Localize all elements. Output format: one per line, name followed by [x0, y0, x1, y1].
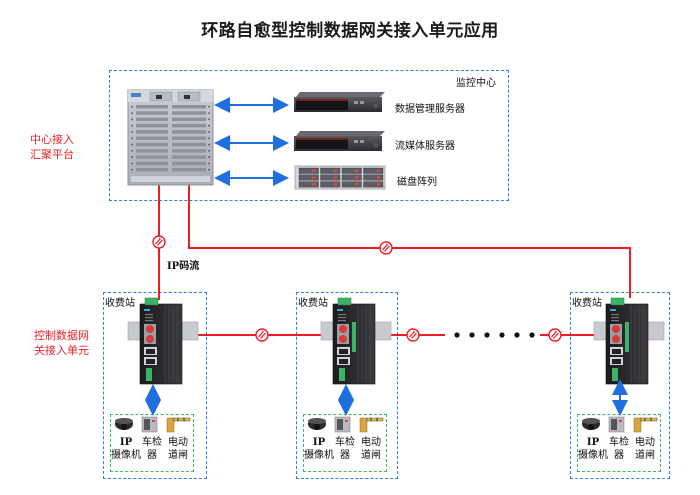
- ip-camera-icon: [115, 418, 133, 430]
- data-management-server-label: 数据管理服务器: [395, 104, 465, 115]
- monitoring-center-label: 监控中心: [456, 78, 496, 89]
- diagram-title: 环路自愈型控制数据网关接入单元应用: [201, 21, 499, 41]
- data-management-server-icon: [294, 92, 385, 112]
- ip-camera-label-line1: IP: [119, 437, 133, 448]
- fiber-connector-icon: [152, 235, 166, 249]
- vehicle-detector-label: 车检器: [138, 436, 166, 462]
- ip-stream-label: IP码流: [167, 261, 200, 272]
- vehicle-detector-label-line1: 车检: [609, 437, 629, 448]
- ellipsis-dot: [499, 332, 505, 338]
- electric-barrier-icon: [633, 417, 658, 433]
- monitoring-center-zone: [109, 70, 509, 201]
- ellipsis-dots: [454, 332, 535, 338]
- toll-station-zone-3: [570, 292, 670, 479]
- streaming-media-server-icon: [294, 131, 385, 151]
- toll-station-label-3: 收费站: [572, 298, 602, 309]
- electric-barrier-icon: [166, 417, 191, 433]
- gateway-unit-label-line2: 关接入单元: [34, 344, 89, 357]
- fiber-connector-icons: [152, 235, 562, 342]
- ip-camera-label-line2: 摄像机: [304, 450, 334, 461]
- ip-camera-label-line1: IP: [586, 437, 600, 448]
- fiber-link-center-to-station3: [188, 185, 631, 298]
- ip-camera-label-line2: 摄像机: [111, 450, 141, 461]
- ellipsis-dot: [529, 332, 535, 338]
- vehicle-detector-icon: [608, 416, 625, 433]
- center-access-label: 中心接入 汇聚平台: [30, 132, 74, 162]
- streaming-media-server-label: 流媒体服务器: [395, 141, 455, 152]
- electric-barrier-label: 电动道闸: [164, 436, 192, 462]
- vehicle-detector-icon: [141, 416, 158, 433]
- ellipsis-dot: [469, 332, 475, 338]
- ethernet-links-stations: [145, 379, 628, 416]
- ip-camera-icon: [582, 418, 600, 430]
- electric-barrier-icon: [359, 417, 384, 433]
- ip-camera-label: IP 摄像机: [304, 436, 334, 462]
- vehicle-detector-label-line2: 器: [340, 450, 350, 461]
- ip-camera-icon: [308, 418, 326, 430]
- vehicle-detector-label-line2: 器: [147, 450, 157, 461]
- vehicle-detector-label-line1: 车检: [142, 437, 162, 448]
- electric-barrier-label-line1: 电动: [168, 437, 188, 448]
- gateway-unit-icon: [593, 297, 665, 385]
- electric-barrier-label-line1: 电动: [361, 437, 381, 448]
- fiber-connector-icon: [548, 328, 562, 342]
- toll-station-label-1: 收费站: [105, 298, 135, 309]
- core-switch-icon: [127, 89, 214, 186]
- electric-barrier-label-line2: 道闸: [635, 450, 655, 461]
- toll-station-zone-1: [103, 292, 207, 479]
- electric-barrier-label-line2: 道闸: [168, 450, 188, 461]
- center-access-label-line1: 中心接入: [30, 133, 74, 146]
- ethernet-links-center: [214, 97, 289, 186]
- toll-station-label-2: 收费站: [298, 298, 328, 309]
- center-access-label-line2: 汇聚平台: [30, 148, 74, 161]
- electric-barrier-label: 电动道闸: [357, 436, 385, 462]
- fiber-connector-icon: [379, 241, 393, 255]
- disk-array-label: 磁盘阵列: [397, 177, 437, 188]
- gateway-unit-icon: [320, 297, 392, 385]
- disk-array-icon: [294, 165, 386, 190]
- vehicle-detector-label-line2: 器: [614, 450, 624, 461]
- ip-camera-label: IP 摄像机: [578, 436, 608, 462]
- vehicle-detector-label: 车检器: [331, 436, 359, 462]
- ip-camera-label: IP 摄像机: [111, 436, 141, 462]
- ip-camera-label-line2: 摄像机: [578, 450, 608, 461]
- electric-barrier-label-line2: 道闸: [361, 450, 381, 461]
- ellipsis-dot: [514, 332, 520, 338]
- fiber-links: [158, 185, 631, 336]
- toll-station-zone-2: [296, 292, 398, 479]
- vehicle-detector-label: 车检器: [605, 436, 633, 462]
- ellipsis-dot: [484, 332, 490, 338]
- electric-barrier-label-line1: 电动: [635, 437, 655, 448]
- fiber-connector-icon: [255, 328, 269, 342]
- vehicle-detector-icon: [334, 416, 351, 433]
- fiber-connector-icon: [406, 328, 420, 342]
- ip-camera-label-line1: IP: [312, 437, 326, 448]
- gateway-unit-icon: [127, 297, 199, 385]
- ellipsis-dot: [454, 332, 460, 338]
- electric-barrier-label: 电动道闸: [631, 436, 659, 462]
- gateway-unit-label-line1: 控制数据网: [34, 329, 89, 342]
- gateway-unit-label: 控制数据网 关接入单元: [34, 328, 89, 358]
- vehicle-detector-label-line1: 车检: [335, 437, 355, 448]
